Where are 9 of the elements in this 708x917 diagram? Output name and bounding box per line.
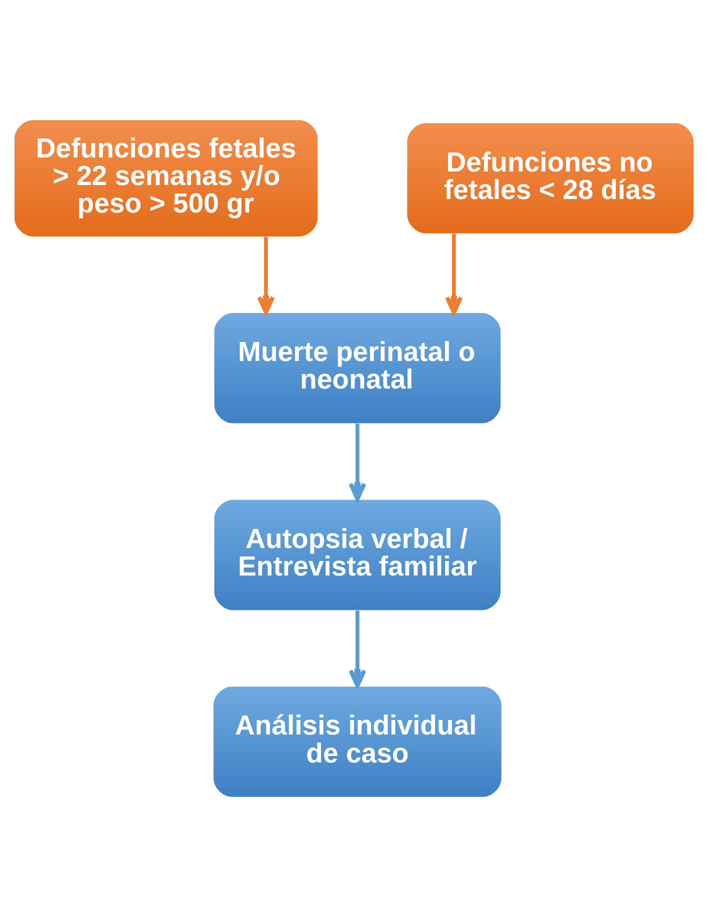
node-box: Defunciones no fetales < 28 días bbox=[407, 123, 694, 234]
node-box: Análisis individual de caso bbox=[214, 686, 502, 797]
arrow bbox=[348, 610, 366, 688]
node-box: Defunciones fetales > 22 semanas y/o peso > 500 gr bbox=[14, 120, 318, 236]
node-box: Muerte perinatal o neonatal bbox=[214, 313, 501, 424]
arrow bbox=[257, 236, 275, 315]
arrow bbox=[445, 234, 463, 315]
node-box: Autopsia verbal / Entrevista familiar bbox=[214, 500, 501, 610]
arrow bbox=[348, 424, 366, 502]
